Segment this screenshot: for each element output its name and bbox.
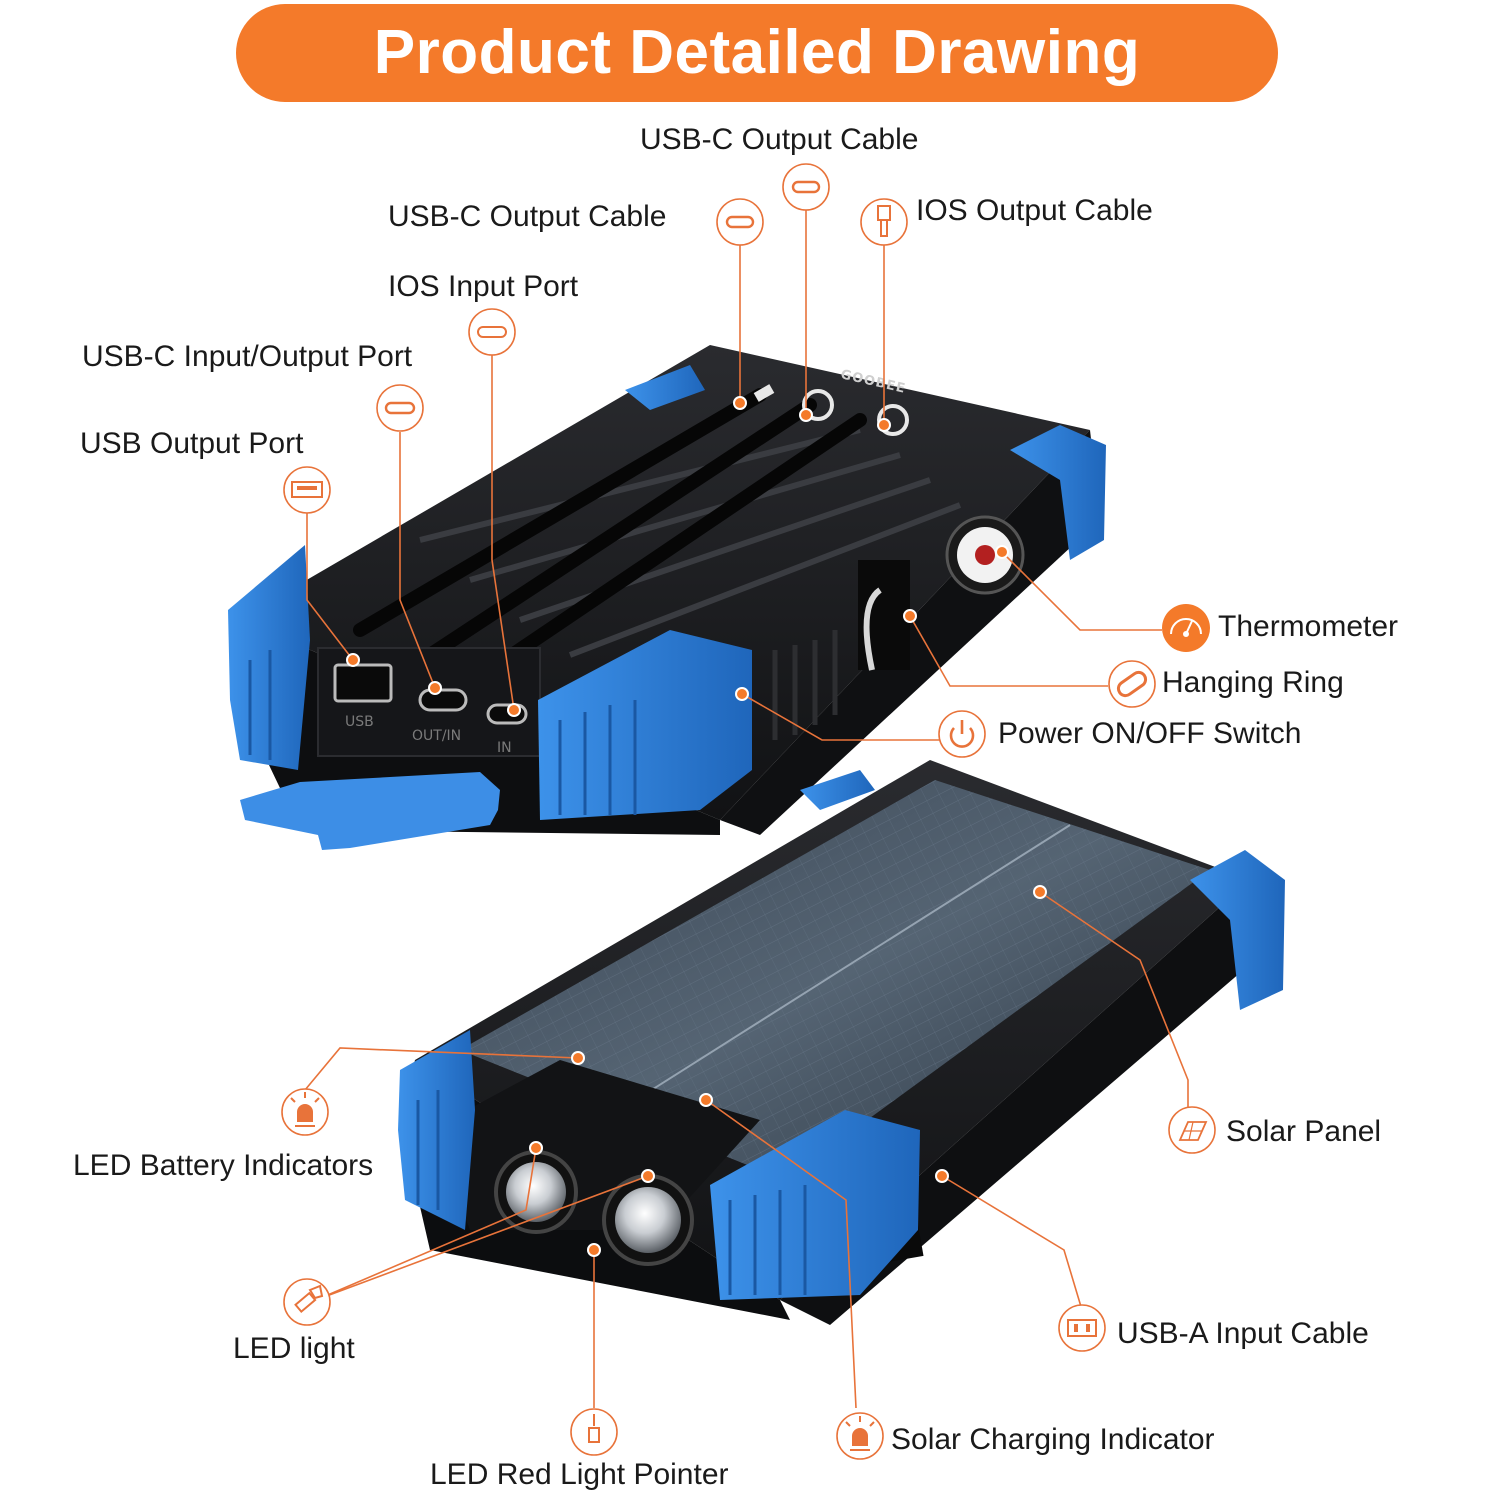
led-bulb-icon	[281, 1088, 329, 1136]
power-bank-solar-view	[398, 760, 1285, 1325]
leader-lines	[304, 210, 1189, 1409]
label-ios-input-port: IOS Input Port	[388, 270, 579, 303]
usb-c-icon	[782, 163, 830, 211]
label-usbc-input-output-port: USB-C Input/Output Port	[82, 340, 413, 373]
usb-c-icon	[716, 198, 764, 246]
hanging-ring	[863, 587, 882, 671]
label-usb-output-port: USB Output Port	[80, 427, 304, 460]
label-solar-panel: Solar Panel	[1226, 1115, 1382, 1148]
usb-a-icon	[283, 466, 331, 514]
flashlight-icon	[283, 1278, 331, 1326]
label-usba-input-cable: USB-A Input Cable	[1117, 1317, 1369, 1350]
label-led-light: LED light	[233, 1332, 355, 1365]
label-led-red-light-pointer: LED Red Light Pointer	[430, 1458, 729, 1491]
bumper-back-right	[1010, 425, 1106, 560]
led-bulb-icon	[836, 1412, 884, 1460]
solar-panel-icon	[1168, 1106, 1216, 1154]
usb-a-icon	[1058, 1304, 1106, 1352]
label-power-switch: Power ON/OFF Switch	[998, 717, 1302, 750]
power-bank-top-view: GOOBEE USB OUT/IN IN	[228, 345, 1106, 850]
port-label-usb: USB	[345, 714, 374, 730]
solar-bumper-front	[710, 1110, 920, 1300]
page-title: Product Detailed Drawing	[373, 18, 1141, 87]
label-usbc-output-cable-top: USB-C Output Cable	[640, 123, 919, 156]
usb-a-port	[333, 663, 393, 703]
label-ios-output-cable: IOS Output Cable	[916, 194, 1153, 227]
usb-c-port	[418, 688, 468, 712]
bumper-back-left	[625, 365, 705, 410]
label-solar-charging-indicator: Solar Charging Indicator	[891, 1423, 1215, 1456]
port-cover-flap	[240, 772, 500, 850]
solar-bumper-back	[800, 770, 875, 810]
carabiner-icon	[1108, 660, 1156, 708]
laser-pointer-icon	[570, 1408, 618, 1456]
lightning-icon	[860, 198, 908, 246]
title-banner: Product Detailed Drawing	[236, 4, 1278, 102]
solar-bumper-right	[1190, 850, 1285, 1010]
led-flashlights	[494, 1150, 694, 1266]
label-led-battery-indicators: LED Battery Indicators	[73, 1149, 374, 1182]
bumper-front-right	[538, 630, 752, 820]
thermometer-icon	[1162, 604, 1210, 652]
label-thermometer: Thermometer	[1218, 610, 1399, 643]
port-label-in: IN	[497, 740, 512, 756]
power-icon	[938, 710, 986, 758]
callout-dots	[346, 396, 1047, 1257]
lightning-icon	[468, 308, 516, 356]
usb-c-icon	[376, 384, 424, 432]
label-hanging-ring: Hanging Ring	[1162, 666, 1344, 699]
label-usbc-output-cable-left: USB-C Output Cable	[388, 200, 667, 233]
port-label-out-in: OUT/IN	[412, 728, 461, 744]
